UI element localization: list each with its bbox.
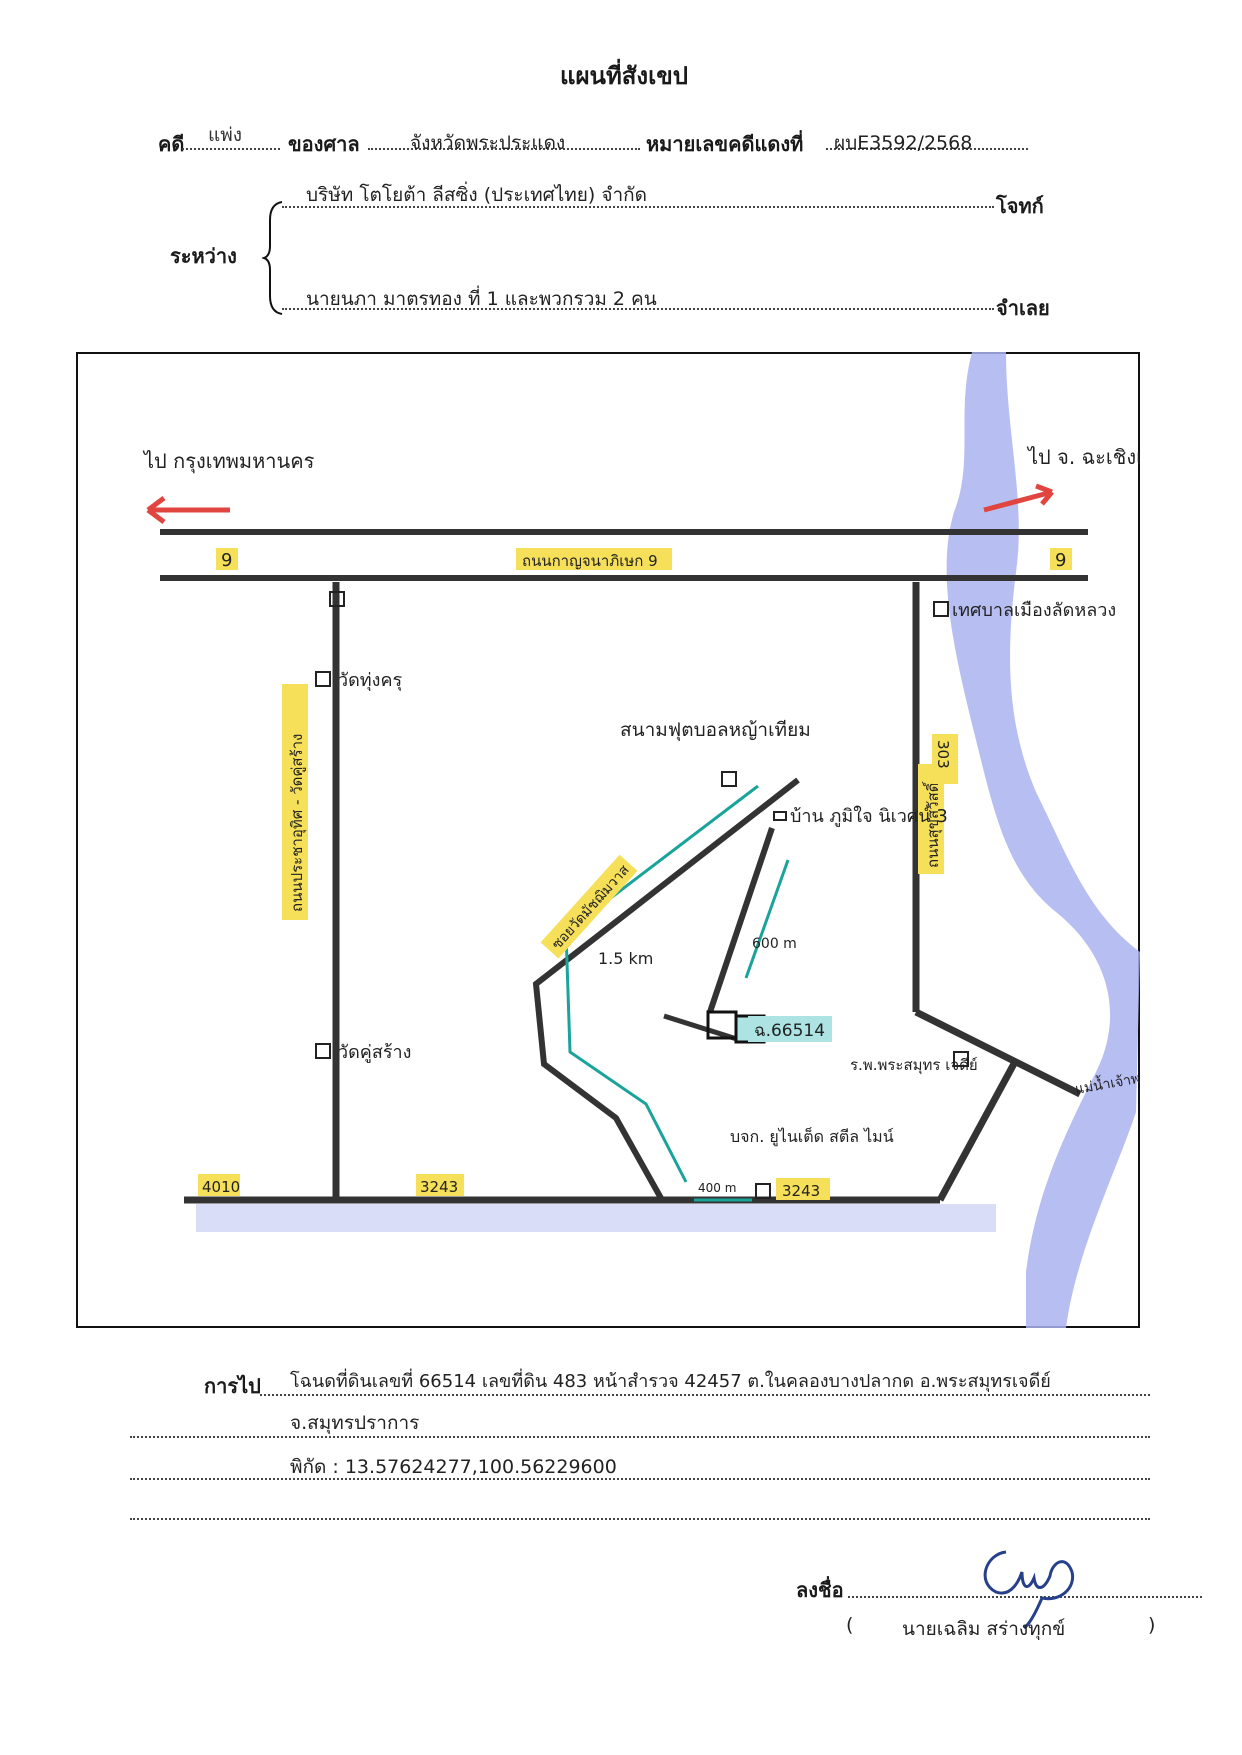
plaintiff-role: โจทก์ — [996, 194, 1044, 218]
parcel-label: ฉ.66514 — [754, 1021, 825, 1041]
case-type-line — [182, 148, 280, 150]
road-3243-a-label: 3243 — [420, 1178, 458, 1196]
red-case-line — [826, 148, 1028, 150]
road-3243-b-label: 3243 — [782, 1182, 820, 1200]
court-name: จังหวัดพระประแดง — [410, 132, 566, 154]
directions-line-2: จ.สมุทรปราการ — [290, 1412, 420, 1434]
court-line — [368, 148, 640, 150]
between-brace — [262, 201, 283, 315]
football-field-label: สนามฟุตบอลหญ้าเทียม — [620, 719, 811, 742]
between-label: ระหว่าง — [170, 244, 237, 268]
map-frame — [76, 352, 1140, 1328]
directions-line-2-rule — [130, 1436, 1150, 1438]
sketch-map: 9 ถนนกาญจนาภิเษก 9 9 ไป กรุงเทพมหานคร ไป… — [142, 352, 1140, 1328]
signer-name: นายเฉลิม สร่างทุกข์ — [902, 1618, 1066, 1640]
village-label: บ้าน ภูมิใจ นิเวศน์ 3 — [790, 805, 948, 827]
signer-open-paren: ( — [846, 1614, 854, 1636]
directions-line-1-rule — [260, 1394, 1150, 1396]
arrow-left-icon — [146, 496, 230, 524]
directions-line-3-rule — [130, 1478, 1150, 1480]
municipality-label: เทศบาลเมืองลัดหลวง — [952, 600, 1116, 621]
page-title: แผนที่สังเขป — [560, 62, 688, 90]
road-4010-label: 4010 — [202, 1178, 240, 1196]
left-road-label: ถนนประชาอุทิศ - วัดคู่สร้าง — [288, 734, 307, 912]
sign-line — [848, 1596, 1202, 1598]
court-label: ของศาล — [288, 132, 360, 156]
distance-400-label: 400 m — [698, 1181, 736, 1195]
signature-icon — [983, 1550, 1075, 1630]
directions-line-4-rule — [130, 1518, 1150, 1520]
sign-label: ลงชื่อ — [796, 1578, 844, 1602]
river — [946, 352, 1140, 1328]
school-label: ร.พ.พระสมุทร เจดีย์ — [850, 1056, 978, 1075]
arrow-right-icon — [983, 483, 1054, 513]
distance-600-label: 600 m — [752, 936, 797, 952]
right-road-label: ถนนสุขสวัสดิ์ — [922, 781, 943, 868]
road-9-right-label: 9 — [1055, 550, 1066, 571]
to-chachoengsao-label: ไป จ. ฉะเชิงเทรา — [1026, 445, 1140, 469]
plaintiff-line — [282, 206, 994, 208]
company-label: บจก. ยูไนเต็ด สตีล ไมน์ — [730, 1126, 894, 1147]
case-label: คดี — [158, 132, 185, 156]
road-303-label: 303 — [934, 740, 952, 769]
case-type-value: แพ่ง — [208, 124, 243, 146]
temple-2-label: วัดคู่สร้าง — [338, 1042, 411, 1063]
directions-line-3: พิกัด : 13.57624277,100.56229600 — [290, 1456, 617, 1478]
directions-label: การไป — [204, 1374, 261, 1398]
defendant-role: จำเลย — [996, 296, 1050, 320]
plaintiff-name: บริษัท โตโยต้า ลีสซิ่ง (ประเทศไทย) จำกัด — [306, 184, 648, 206]
red-case-number: ผบE3592/2568 — [834, 132, 973, 154]
red-case-label: หมายเลขคดีแดงที่ — [646, 132, 804, 156]
distance-1500-label: 1.5 km — [598, 949, 653, 968]
signer-close-paren: ) — [1148, 1614, 1156, 1636]
to-bangkok-label: ไป กรุงเทพมหานคร — [142, 449, 315, 474]
directions-line-1: โฉนดที่ดินเลขที่ 66514 เลขที่ดิน 483 หน้… — [290, 1371, 1051, 1392]
main-road-label: ถนนกาญจนาภิเษก 9 — [522, 552, 658, 570]
defendant-name: นายนภา มาตรทอง ที่ 1 และพวกรวม 2 คน — [306, 288, 657, 310]
road-9-left-label: 9 — [221, 550, 232, 571]
temple-1-label: วัดทุ่งครุ — [338, 670, 402, 691]
defendant-line — [282, 308, 994, 310]
